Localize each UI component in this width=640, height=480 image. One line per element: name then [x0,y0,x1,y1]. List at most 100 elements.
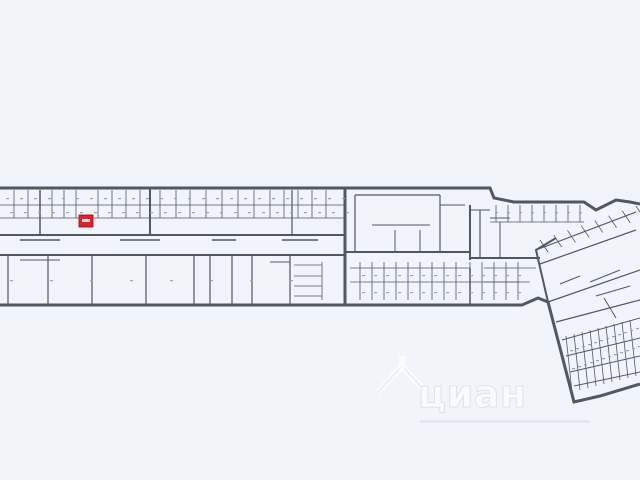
outer-wall-bottom [0,296,640,404]
partition-wall [555,299,640,323]
partition-wall [539,229,637,265]
room-label-mark [160,198,163,200]
room-label-mark [600,340,603,342]
room-label-mark [386,292,389,294]
room-label-mark [276,212,279,214]
partition-wall [608,215,617,228]
room-label-mark [374,275,377,277]
room-label-mark [606,338,609,340]
room-label-mark [192,212,195,214]
room-label-mark [578,366,581,368]
room-label-mark [495,212,498,214]
partition-wall [565,335,573,393]
partition-wall [565,337,640,357]
room-label-mark [108,212,111,214]
room-label-mark [596,360,599,362]
room-label-mark [470,292,473,294]
room-label-mark [590,362,593,364]
room-label-mark [20,198,23,200]
room-label-mark [234,212,237,214]
room-label-mark [582,346,585,348]
room-label-mark [518,275,521,277]
partition-wall [595,285,631,297]
room-label-mark [258,198,261,200]
partition-wall [605,325,613,383]
room-label-mark [507,212,510,214]
room-label-mark [90,280,93,282]
room-label-mark [434,275,437,277]
room-label-mark [594,342,597,344]
room-label-mark [342,198,345,200]
room-label-mark [286,198,289,200]
room-label-mark [612,336,615,338]
room-label-mark [567,212,570,214]
room-label-mark [314,198,317,200]
room-label-mark [174,198,177,200]
room-label-mark [630,330,633,332]
wing-inner-wall [534,237,557,303]
room-label-mark [10,280,13,282]
partition-wall [539,239,549,253]
room-label-mark [398,292,401,294]
room-label-mark [638,346,640,348]
room-label-mark [118,198,121,200]
room-label-mark [506,292,509,294]
room-label-mark [206,212,209,214]
room-label-mark [506,275,509,277]
room-label-mark [304,212,307,214]
room-label-mark [519,212,522,214]
room-label-mark [66,212,69,214]
room-label-mark [38,212,41,214]
room-label-mark [636,328,639,330]
room-label-mark [244,198,247,200]
room-label-mark [584,364,587,366]
room-label-mark [146,198,149,200]
room-label-mark [570,350,573,352]
room-label-mark [576,348,579,350]
room-label-mark [220,212,223,214]
watermark-text: циан [418,372,527,417]
room-label-mark [122,212,125,214]
room-label-mark [446,292,449,294]
room-label-mark [328,198,331,200]
room-label-mark [608,356,611,358]
room-label-mark [272,198,275,200]
room-label-mark [579,212,582,214]
room-label-mark [52,212,55,214]
room-label-mark [434,292,437,294]
room-label-mark [62,198,65,200]
room-label-mark [178,212,181,214]
room-label-mark [136,212,139,214]
room-label-mark [572,368,575,370]
highlighted-unit-label [82,219,90,222]
room-label-mark [290,212,293,214]
partition-wall [581,331,589,389]
partition-wall [589,269,621,283]
room-label-mark [626,350,629,352]
room-label-mark [346,212,349,214]
room-label-mark [150,212,153,214]
partition-wall [573,333,581,391]
room-label-mark [50,280,53,282]
room-label-mark [90,198,93,200]
room-label-mark [531,212,534,214]
room-label-mark [410,292,413,294]
room-label-mark [588,344,591,346]
room-label-mark [230,198,233,200]
room-label-mark [482,292,485,294]
room-label-mark [130,280,133,282]
room-label-mark [446,275,449,277]
room-label-mark [104,198,107,200]
room-label-mark [332,212,335,214]
room-label-mark [624,332,627,334]
room-label-mark [250,280,253,282]
partition-wall [569,355,640,373]
room-label-mark [202,198,205,200]
partition-wall [535,211,637,251]
room-label-mark [6,198,9,200]
room-label-mark [410,275,413,277]
partition-wall [573,371,640,387]
watermark-underline [420,420,590,423]
room-label-mark [362,275,365,277]
